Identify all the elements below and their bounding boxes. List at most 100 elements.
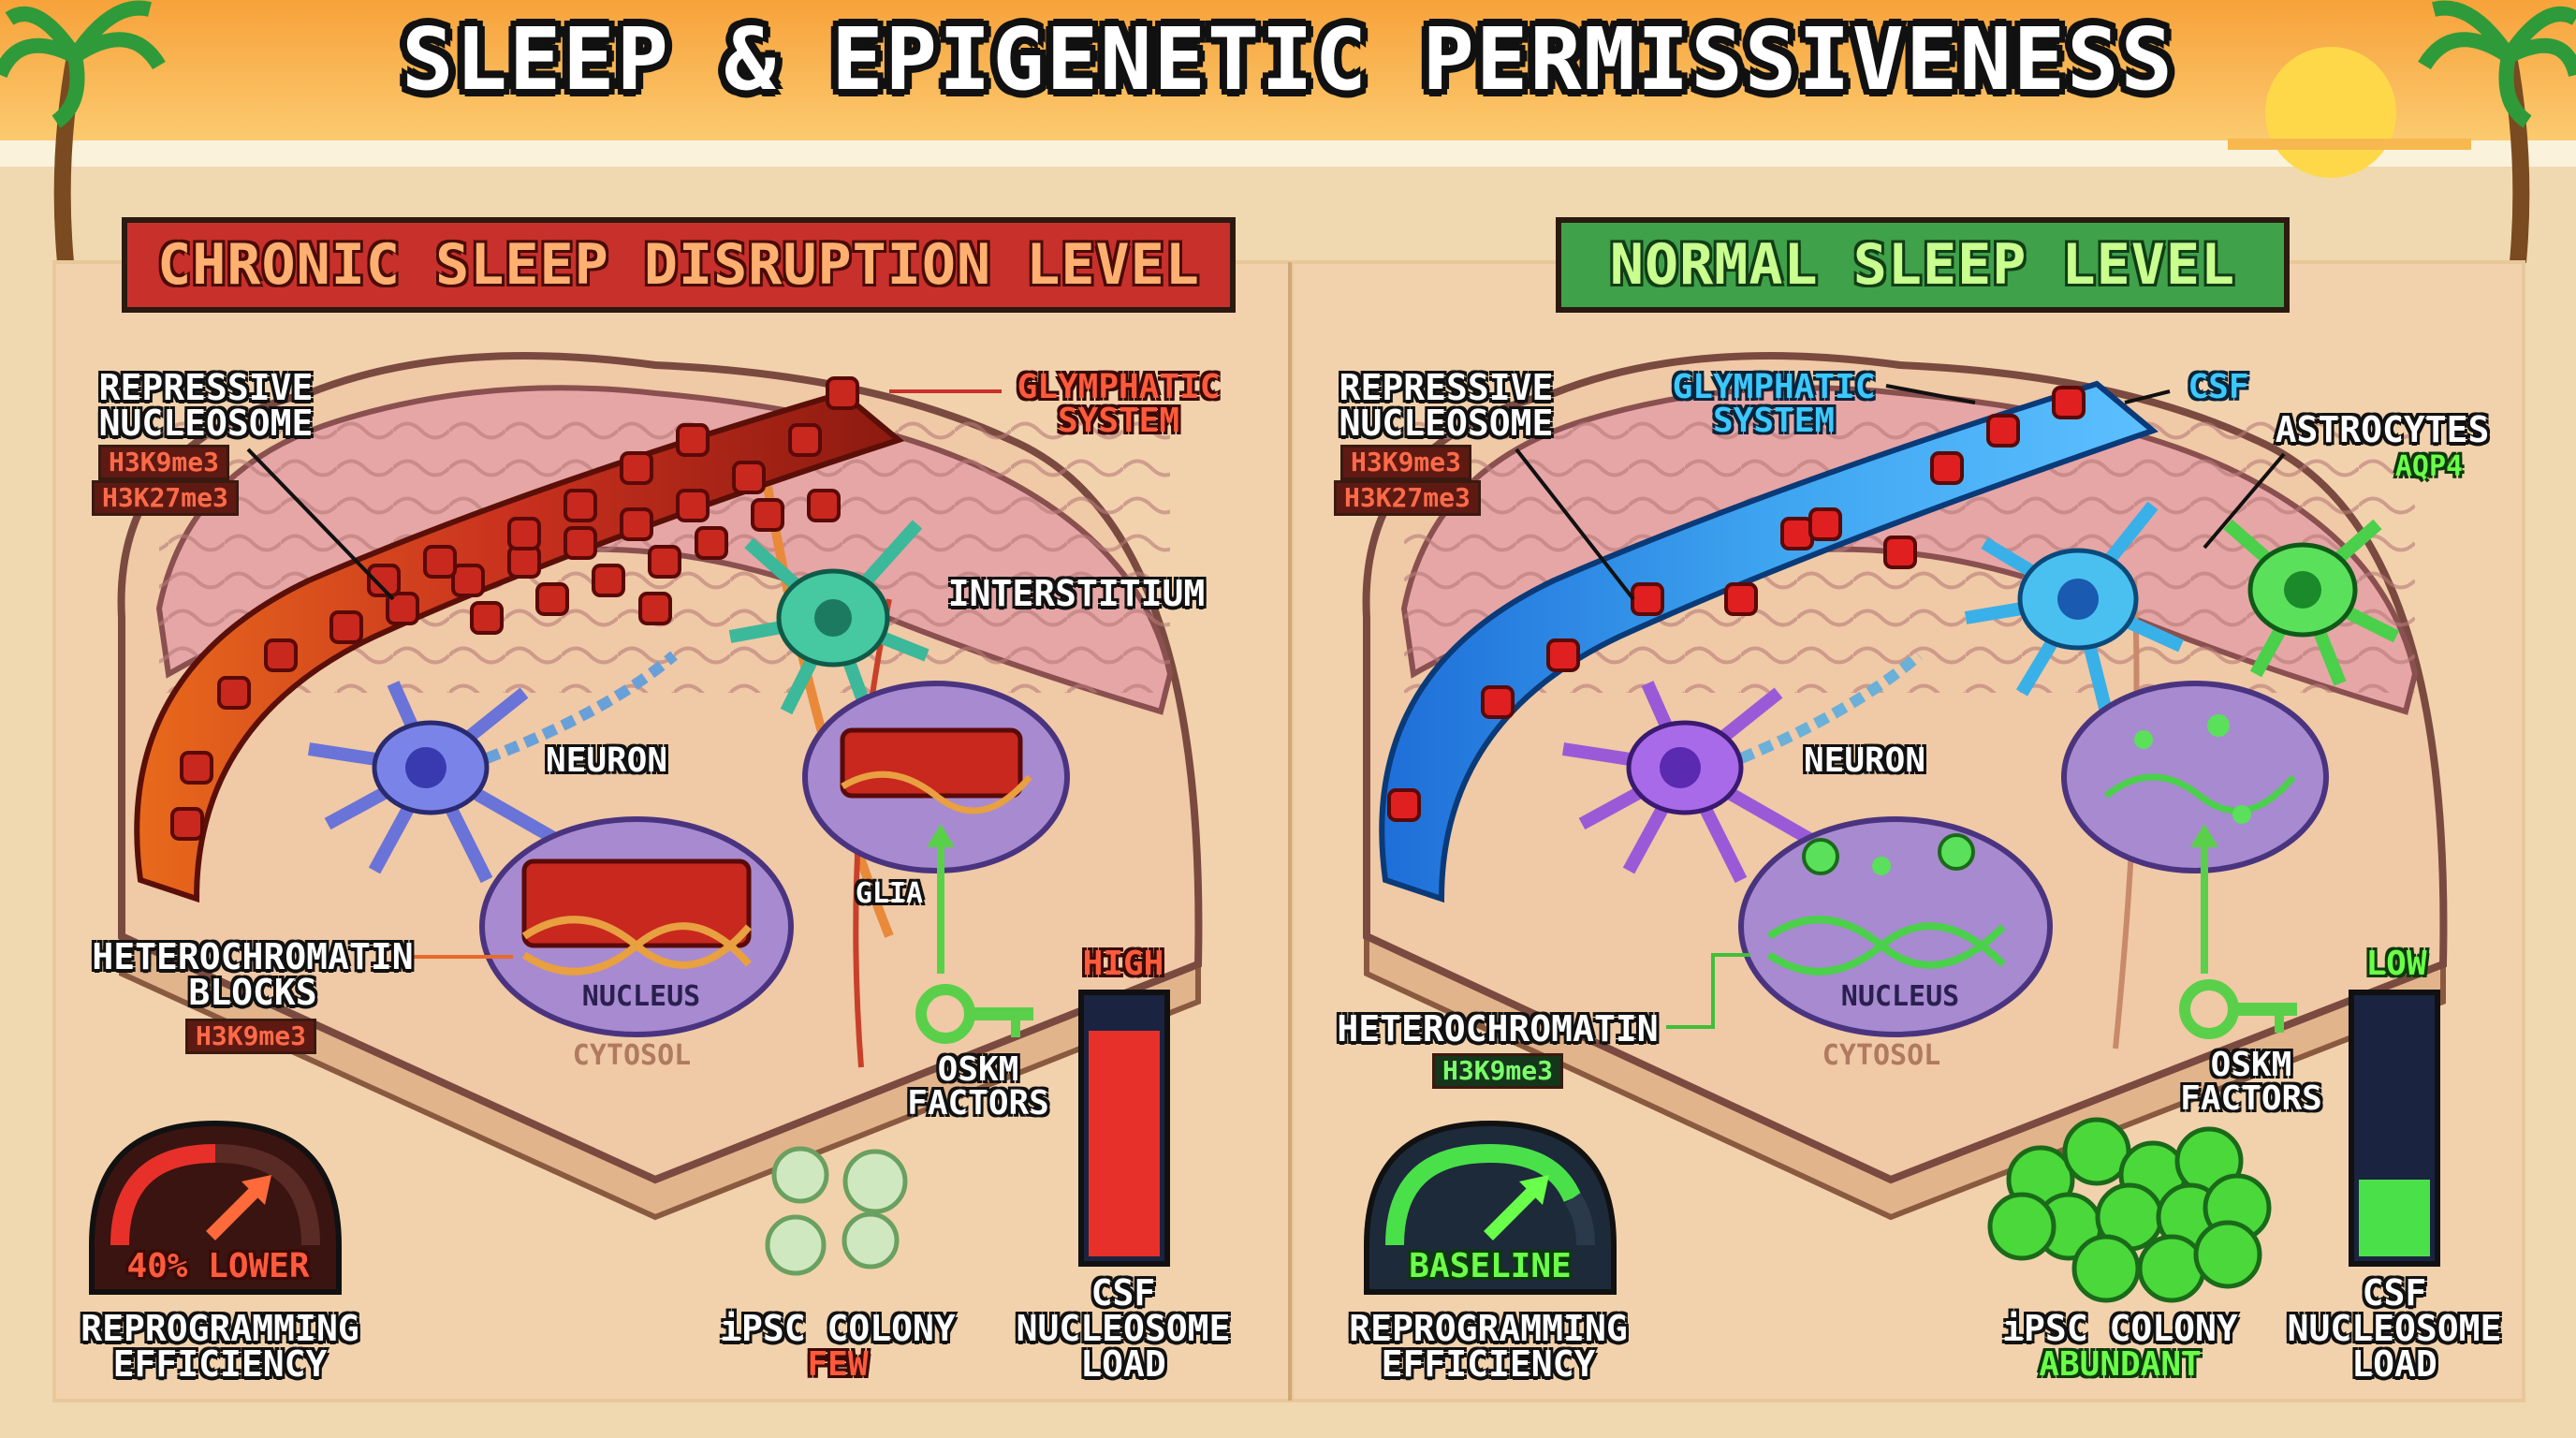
left-ipsc-value: FEW	[807, 1345, 869, 1384]
right-astrocyte-green-icon	[2223, 519, 2400, 686]
debris-dot	[695, 526, 728, 560]
debris-dot	[826, 376, 859, 410]
debris-dot	[1546, 638, 1580, 672]
left-csf-fill	[1089, 1031, 1160, 1256]
left-oskm-label: OSKM FACTORS	[907, 1050, 1049, 1123]
left-efficiency-gauge	[89, 1120, 342, 1295]
debris-dot	[620, 451, 653, 485]
right-cytosol-label: CYTOSOL	[1822, 1039, 1941, 1072]
left-nucleus-label: NUCLEUS	[581, 980, 701, 1013]
left-glia-icon	[728, 520, 929, 724]
debris-dot	[535, 582, 569, 616]
debris-dot	[507, 517, 541, 550]
left-panel-banner: CHRONIC SLEEP DISRUPTION LEVEL	[122, 217, 1236, 313]
ipsc-cell	[2193, 1220, 2262, 1289]
debris-dot	[423, 545, 457, 579]
debris-dot	[367, 564, 401, 597]
debris-dot	[1930, 451, 1964, 485]
right-repressive-nucleosome-label: REPRESSIVE NUCLEOSOME	[1339, 367, 1554, 444]
left-neuron-label: NEURON	[545, 741, 668, 780]
right-oskm-label: OSKM FACTORS	[2180, 1046, 2322, 1118]
left-repressive-nucleosome-label: REPRESSIVE NUCLEOSOME	[98, 367, 314, 444]
right-ipsc-label: iPSC COLONY	[2002, 1308, 2238, 1349]
debris-dot	[2052, 386, 2086, 419]
left-glia-label: GLIA	[855, 877, 924, 910]
left-glia-nucleus	[802, 681, 1070, 873]
ipsc-cell	[1987, 1192, 2056, 1261]
debris-dot	[1883, 536, 1917, 569]
debris-dot	[732, 461, 766, 494]
left-glymphatic-label: GLYMPHATIC SYSTEM	[1017, 368, 1221, 440]
right-csf-label-top: CSF	[2188, 368, 2249, 406]
left-mark-h3k9me3: H3K9me3	[98, 445, 230, 480]
wave-foam	[0, 140, 2576, 169]
left-gauge-label: REPROGRAMMING EFFICIENCY	[80, 1308, 359, 1385]
left-gauge-value: 40% LOWER	[126, 1247, 310, 1285]
right-oskm-key-icon	[2179, 824, 2297, 1039]
debris-dot	[386, 592, 419, 625]
ipsc-cell	[2137, 1234, 2206, 1303]
left-oskm-key-icon	[915, 824, 1033, 1044]
left-mark-h3k27me3: H3K27me3	[92, 480, 239, 516]
left-neuron-icon	[307, 651, 678, 884]
left-ipsc-label: iPSC COLONY	[720, 1308, 956, 1349]
debris-dot	[788, 423, 822, 457]
right-astrocytes-label: ASTROCYTES	[2275, 409, 2490, 450]
right-panel-banner: NORMAL SLEEP LEVEL	[1556, 217, 2290, 313]
debris-dot	[648, 545, 681, 579]
right-glymphatic-tube	[1379, 380, 2159, 903]
debris-dot	[329, 610, 363, 644]
debris-dot	[751, 498, 784, 532]
palm-tree-left-icon	[0, 0, 166, 263]
right-nucleosome-debris	[1387, 386, 2086, 822]
right-heterochromatin-mark: H3K9me3	[1432, 1053, 1564, 1089]
left-cytosol-label: CYTOSOL	[572, 1039, 692, 1072]
debris-dot	[1724, 582, 1758, 616]
debris-dot	[1986, 414, 2020, 448]
debris-dot	[470, 601, 504, 635]
right-ipsc-value: ABUNDANT	[2039, 1345, 2202, 1384]
right-neuron-label: NEURON	[1803, 741, 1926, 780]
debris-dot	[564, 489, 597, 522]
right-glia-nucleus	[2061, 681, 2329, 873]
palm-tree-right-icon	[2418, 0, 2576, 263]
debris-dot	[1631, 582, 1664, 616]
right-csf-level: LOW	[2365, 945, 2427, 983]
right-gauge-value: BASELINE	[1409, 1247, 1572, 1285]
debris-dot	[180, 751, 213, 785]
debris-dot	[507, 545, 541, 579]
debris-dot	[264, 638, 298, 672]
debris-dot	[1808, 507, 1842, 541]
right-neuron-nucleus	[1738, 816, 2053, 1037]
right-ipsc-colony	[1987, 1117, 2272, 1303]
debris-dot	[1780, 517, 1814, 550]
debris-dot	[217, 676, 251, 710]
page-title: SLEEP & EPIGENETIC PERMISSIVENESS	[402, 9, 2174, 110]
sun-reflection	[2228, 139, 2471, 150]
debris-dot	[564, 526, 597, 560]
right-neuron-icon	[1561, 651, 1923, 884]
right-astrocyte-blue-icon	[1964, 501, 2184, 713]
right-csf-load-bar	[2349, 990, 2440, 1267]
right-nucleus-label: NUCLEUS	[1840, 980, 1960, 1013]
left-csf-load-bar	[1078, 990, 1170, 1267]
right-aqp4-label: AQP4	[2394, 450, 2464, 483]
left-nucleosome-debris	[170, 376, 859, 841]
ipsc-cell	[2071, 1234, 2141, 1303]
leader-lines	[246, 384, 2286, 1029]
debris-dot	[807, 489, 841, 522]
left-csf-level: HIGH	[1082, 945, 1164, 983]
debris-dot	[638, 592, 672, 625]
right-csf-label: CSF NUCLEOSOME LOAD	[2287, 1272, 2502, 1385]
debris-dot	[170, 807, 204, 841]
left-neuron-nucleus	[479, 816, 794, 1037]
debris-dot	[676, 423, 710, 457]
right-csf-fill	[2359, 1180, 2430, 1256]
left-heterochromatin-mark: H3K9me3	[185, 1019, 317, 1054]
debris-dot	[620, 507, 653, 541]
right-mark-h3k9me3: H3K9me3	[1340, 445, 1472, 480]
left-interstitium-label: INTERSTITIUM	[947, 573, 1206, 614]
right-heterochromatin-label: HETEROCHROMATIN	[1337, 1008, 1659, 1049]
right-glymphatic-label: GLYMPHATIC SYSTEM	[1672, 368, 1876, 440]
debris-dot	[1481, 685, 1515, 719]
